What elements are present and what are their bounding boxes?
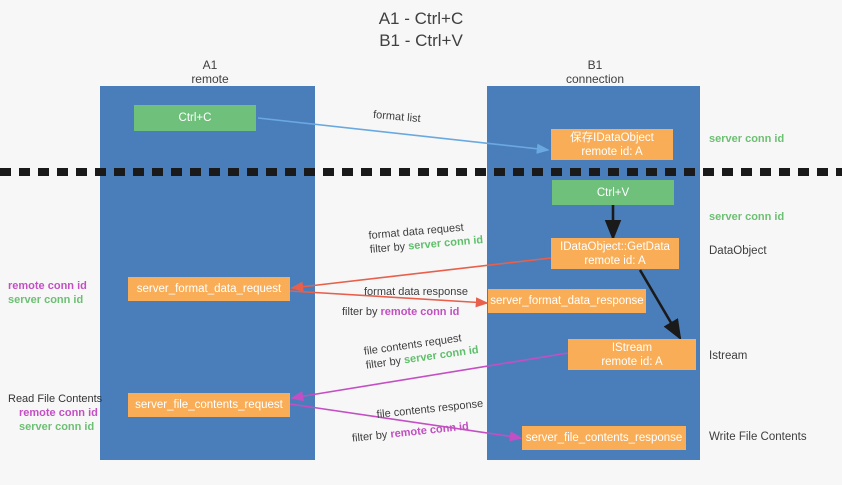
box-ctrl-v-label: Ctrl+V [596, 186, 630, 199]
box-server-format-data-request[interactable]: server_format_data_request [128, 277, 290, 301]
box-server-file-contents-request[interactable]: server_file_contents_request [128, 393, 290, 417]
annotation-right-server-conn-id-top: server conn id [709, 132, 784, 146]
annotation-server-conn-id: server conn id [8, 294, 84, 306]
edge-label-format-list-text: format list [372, 108, 422, 126]
annotation-remote-conn-id: remote conn id [19, 407, 98, 419]
arrow-file-contents-response [289, 403, 523, 442]
annotation-right-server-conn-id-bottom: server conn id [709, 210, 784, 224]
column-a1-name: A1 [202, 58, 218, 72]
box-idataobject-line2: remote id: A [581, 145, 643, 158]
box-server-file-contents-request-label: server_file_contents_request [135, 399, 283, 411]
annotation-right-istream: Istream [709, 350, 748, 362]
filter-value-remote-conn-id: remote conn id [380, 306, 460, 318]
filter-prefix: filter by [342, 306, 381, 318]
annotation-right-write-file-contents: Write File Contents [709, 431, 807, 443]
box-idataobject-getdata[interactable]: IDataObject::GetData remote id: A [551, 238, 679, 269]
annotation-server-conn-id: server conn id [709, 211, 785, 223]
annotation-left-read-file-contents: Read File Contents remote conn id server… [8, 392, 102, 434]
filter-prefix: filter by [369, 240, 409, 256]
arrow-format-data-request [290, 257, 552, 292]
edge-label-format-data-response: format data response filter by remote co… [342, 285, 468, 319]
box-ctrl-c[interactable]: Ctrl+C [134, 105, 256, 131]
annotation-right-dataobject: DataObject [709, 245, 767, 257]
box-istream-line1: IStream [611, 341, 653, 354]
annotation-server-conn-id: server conn id [19, 421, 95, 433]
column-a1-role: remote [191, 72, 229, 86]
diagram-title: A1 - Ctrl+C B1 - Ctrl+V [0, 8, 842, 52]
box-server-format-data-request-label: server_format_data_request [136, 283, 282, 295]
box-getdata-line1: IDataObject::GetData [560, 240, 670, 253]
box-server-file-contents-response-label: server_file_contents_response [525, 432, 683, 444]
edge-label-format-data-response-filter: filter by remote conn id [342, 305, 468, 319]
edge-label-format-data-response-text: format data response [364, 286, 468, 298]
box-getdata-line2: remote id: A [584, 254, 646, 267]
column-b1-name: B1 [587, 58, 603, 72]
phase-separator-dashed-line [0, 168, 842, 176]
box-ctrl-c-label: Ctrl+C [178, 112, 212, 124]
column-header-b1: B1 connection [515, 58, 675, 86]
box-server-format-data-response[interactable]: server_format_data_response [488, 289, 646, 313]
annotation-left-format-conn-ids: remote conn id server conn id [8, 279, 87, 307]
box-ctrl-v[interactable]: Ctrl+V [552, 180, 674, 205]
title-line-2: B1 - Ctrl+V [379, 31, 463, 50]
arrow-format-data-response [289, 290, 489, 308]
box-istream[interactable]: IStream remote id: A [568, 339, 696, 370]
arrow-getdata-to-istream [638, 269, 682, 341]
box-istream-line2: remote id: A [601, 355, 663, 368]
title-line-1: A1 - Ctrl+C [378, 9, 464, 28]
annotation-read-file-contents-heading: Read File Contents [8, 393, 103, 405]
annotation-remote-conn-id: remote conn id [8, 280, 87, 292]
box-idataobject-line1: 保存IDataObject [570, 131, 654, 144]
box-server-file-contents-response[interactable]: server_file_contents_response [522, 426, 686, 450]
annotation-server-conn-id: server conn id [709, 133, 785, 145]
box-idataobject[interactable]: 保存IDataObject remote id: A [551, 129, 673, 160]
column-header-a1: A1 remote [130, 58, 290, 86]
arrow-file-contents-request [290, 352, 569, 402]
arrow-format-list [257, 117, 550, 154]
column-b1-role: connection [565, 72, 625, 86]
box-server-format-data-response-label: server_format_data_response [490, 295, 644, 307]
filter-prefix: filter by [351, 428, 392, 445]
